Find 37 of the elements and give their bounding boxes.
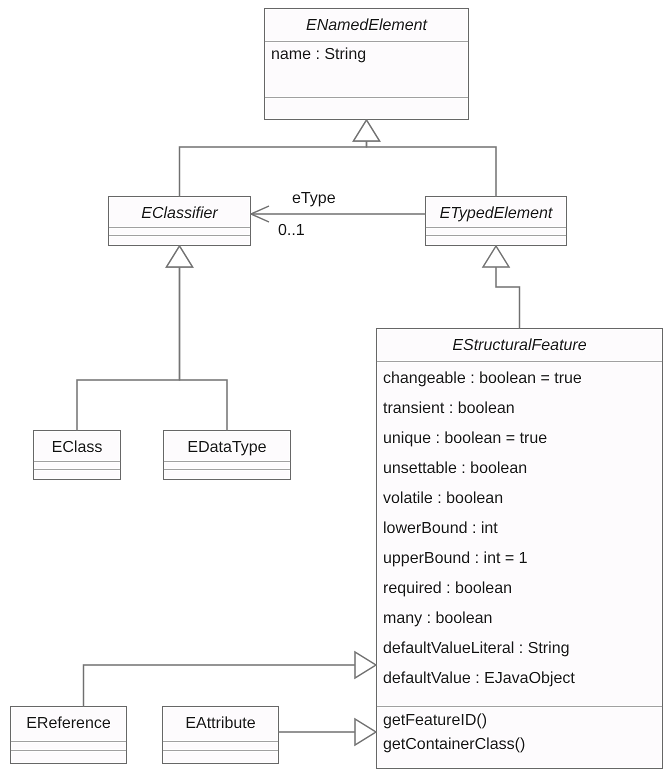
class-box bbox=[163, 430, 291, 480]
class-name: EClass bbox=[50, 438, 104, 458]
attribute-text: defaultValue : EJavaObject bbox=[383, 669, 576, 689]
attribute-text: many : boolean bbox=[383, 609, 494, 629]
class-box bbox=[264, 8, 469, 120]
class-name: EDataType bbox=[186, 438, 268, 458]
association-arrow bbox=[250, 205, 425, 223]
class-box bbox=[425, 196, 567, 246]
class-name: EClassifier bbox=[140, 204, 220, 224]
class-box bbox=[10, 706, 127, 764]
class-box bbox=[376, 328, 663, 769]
operation-text: getContainerClass() bbox=[383, 735, 526, 755]
attribute-text: defaultValueLiteral : String bbox=[383, 639, 570, 659]
class-name: EStructuralFeature bbox=[451, 336, 588, 356]
class-name: ETypedElement bbox=[438, 204, 554, 224]
generalization-arrow bbox=[352, 119, 497, 196]
attribute-text: unsettable : boolean bbox=[383, 459, 528, 479]
generalization-arrow bbox=[166, 245, 228, 430]
class-name: EReference bbox=[25, 714, 112, 734]
attribute-text: volatile : boolean bbox=[383, 489, 504, 509]
attribute-text: unique : boolean = true bbox=[383, 429, 548, 449]
attribute-text: required : boolean bbox=[383, 579, 513, 599]
class-name: EAttribute bbox=[184, 714, 257, 734]
attribute-text: lowerBound : int bbox=[383, 519, 499, 539]
class-box bbox=[33, 430, 121, 480]
class-box bbox=[108, 196, 251, 246]
attribute-text: changeable : boolean = true bbox=[383, 369, 583, 389]
generalization-arrow bbox=[82, 651, 377, 706]
class-name: ENamedElement bbox=[305, 16, 428, 36]
class-box bbox=[162, 706, 279, 764]
attribute-text: upperBound : int = 1 bbox=[383, 549, 529, 569]
operation-text: getFeatureID() bbox=[383, 711, 488, 731]
attribute-text: name : String bbox=[271, 45, 368, 65]
generalization-arrow bbox=[279, 718, 377, 746]
generalization-arrow bbox=[482, 245, 520, 328]
attribute-text: transient : boolean bbox=[383, 399, 516, 419]
edge-label: eType bbox=[290, 190, 338, 208]
